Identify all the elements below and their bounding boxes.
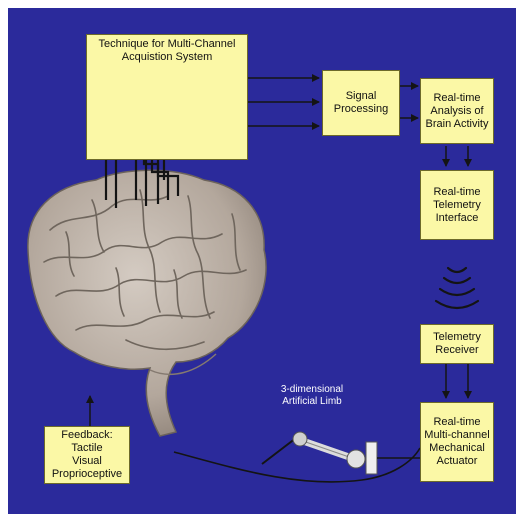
acquisition-box: Technique for Multi-Channel Acquistion S… <box>86 34 248 160</box>
signal-processing-box: Signal Processing <box>322 70 400 136</box>
telemetry-interface-box: Real-time Telemetry Interface <box>420 170 494 240</box>
mechanical-actuator-box: Real-time Multi-channel Mechanical Actua… <box>420 402 494 482</box>
feedback-box: Feedback: Tactile Visual Proprioceptive <box>44 426 130 484</box>
brain-analysis-box: Real-time Analysis of Brain Activity <box>420 78 494 144</box>
telemetry-receiver-box: Telemetry Receiver <box>420 324 494 364</box>
artificial-limb-caption: 3-dimensional Artificial Limb <box>262 384 362 408</box>
